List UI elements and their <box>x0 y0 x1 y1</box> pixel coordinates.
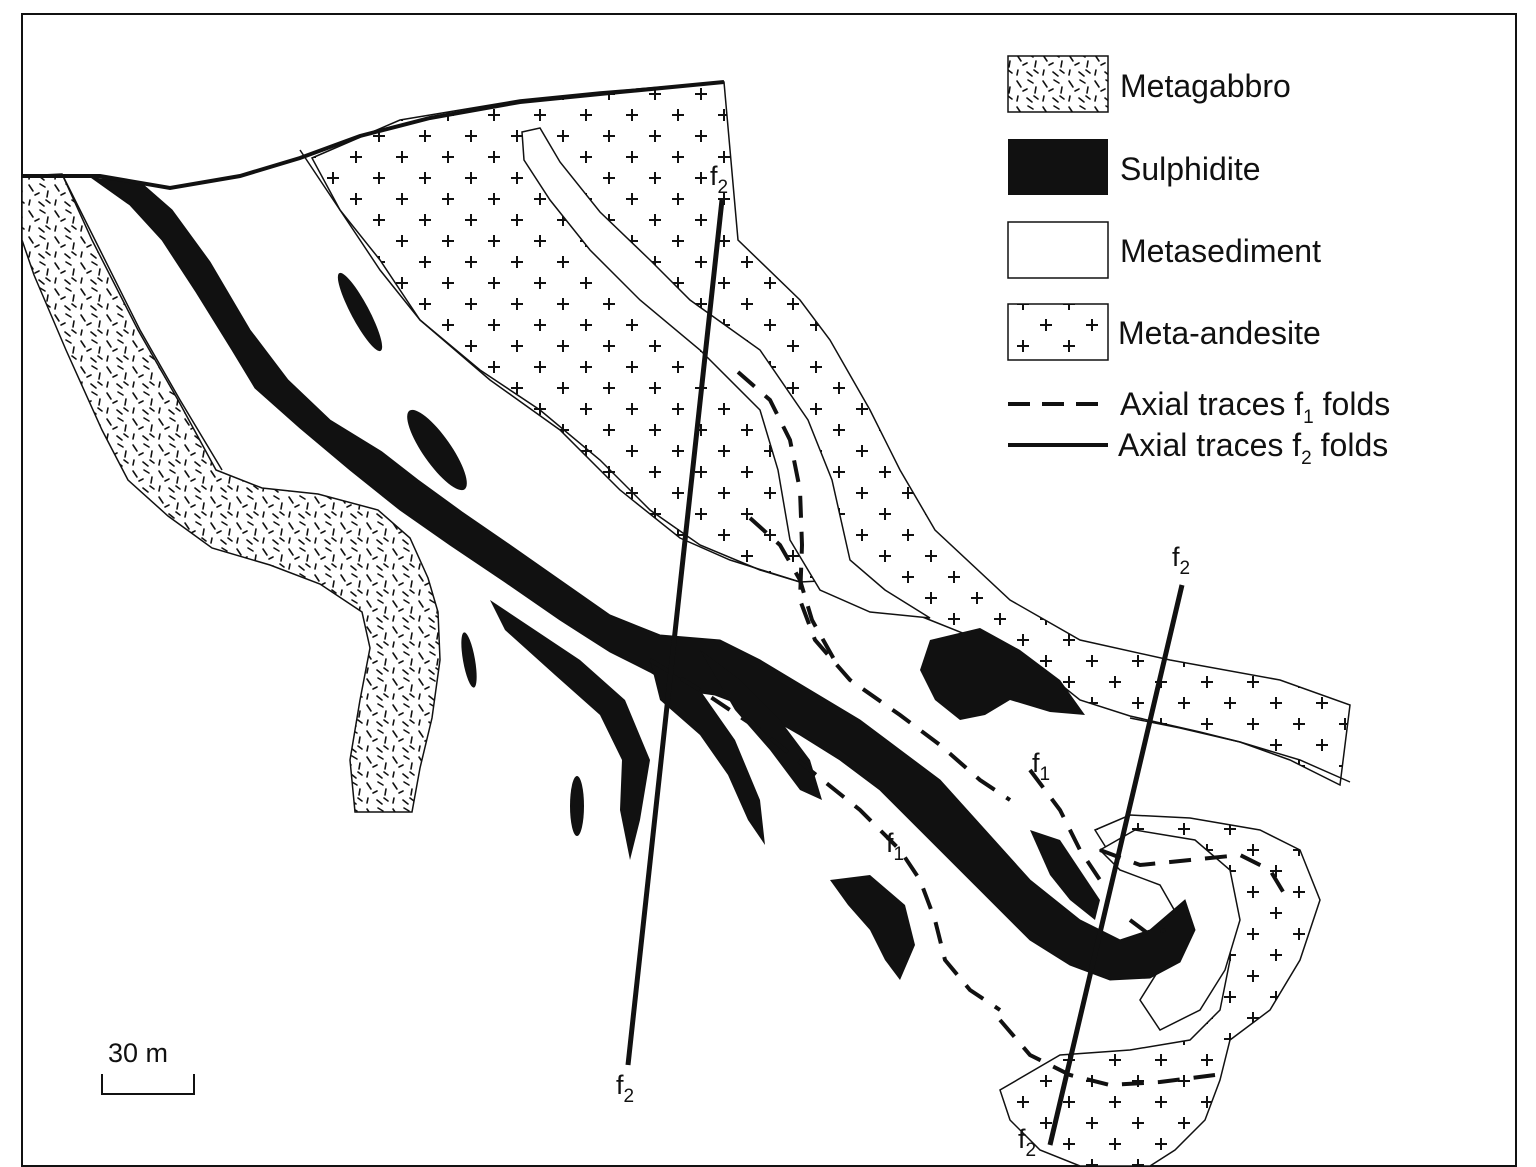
sulphidite-lenses <box>337 272 1100 980</box>
svg-text:f2: f2 <box>710 161 728 198</box>
meta-andesite-swatch <box>1007 303 1109 361</box>
scale-bar-label: 30 m <box>108 1038 168 1068</box>
legend-label-f1-trace: Axial traces f1 folds <box>1120 386 1390 428</box>
f2-axial-traces <box>625 199 1185 1146</box>
legend-label-metasediment: Metasediment <box>1120 233 1321 269</box>
sulphidite-swatch <box>1008 139 1108 195</box>
legend-item-meta-andesite: Meta-andesite <box>1007 303 1321 361</box>
f2-trace-east <box>1047 584 1185 1146</box>
legend-item-f1-trace: Axial traces f1 folds <box>1008 386 1390 428</box>
metasediment-inlier-upper <box>521 127 931 619</box>
f1-axial-traces <box>648 370 1287 1088</box>
map-frame <box>21 13 1517 1167</box>
northern-boundary <box>22 80 725 191</box>
f2-label-bottom-east: f2 <box>1018 1124 1036 1161</box>
f1-label-east: f1 <box>1032 748 1050 785</box>
legend-item-sulphidite: Sulphidite <box>1008 139 1261 195</box>
f1-label-west: f1 <box>886 828 904 865</box>
f2-label-top-west: f2 <box>710 161 728 198</box>
legend-label-f2-trace: Axial traces f2 folds <box>1118 427 1388 469</box>
legend-item-metagabbro: Metagabbro <box>1007 55 1291 113</box>
sulphidite-main-body <box>90 177 1196 981</box>
legend-label-meta-andesite: Meta-andesite <box>1118 315 1321 351</box>
legend-item-f2-trace: Axial traces f2 folds <box>1008 427 1388 469</box>
legend: Metagabbro Sulphidite Metasediment Meta-… <box>1007 55 1390 469</box>
metagabbro-unit <box>21 173 441 813</box>
geologic-contacts <box>61 149 1351 783</box>
svg-text:f1: f1 <box>1032 748 1050 785</box>
svg-text:f2: f2 <box>616 1070 634 1107</box>
metasediment-swatch <box>1007 221 1109 279</box>
f2-trace-west <box>625 199 725 1066</box>
svg-text:f2: f2 <box>1018 1124 1036 1161</box>
metagabbro-swatch <box>1007 55 1109 113</box>
legend-item-metasediment: Metasediment <box>1007 221 1321 279</box>
metasediment-fold-core <box>1098 829 1241 1031</box>
scale-bar: 30 m <box>101 1038 195 1095</box>
f2-label-bottom-west: f2 <box>616 1070 634 1107</box>
svg-text:f1: f1 <box>886 828 904 865</box>
svg-text:f2: f2 <box>1172 542 1190 579</box>
trace-labels: f2 f2 f2 f2 f1 f1 <box>616 161 1190 1161</box>
meta-andesite-fold-closure <box>999 814 1321 1167</box>
legend-label-metagabbro: Metagabbro <box>1120 68 1291 104</box>
legend-label-sulphidite: Sulphidite <box>1120 151 1261 187</box>
f2-label-top-east: f2 <box>1172 542 1190 579</box>
